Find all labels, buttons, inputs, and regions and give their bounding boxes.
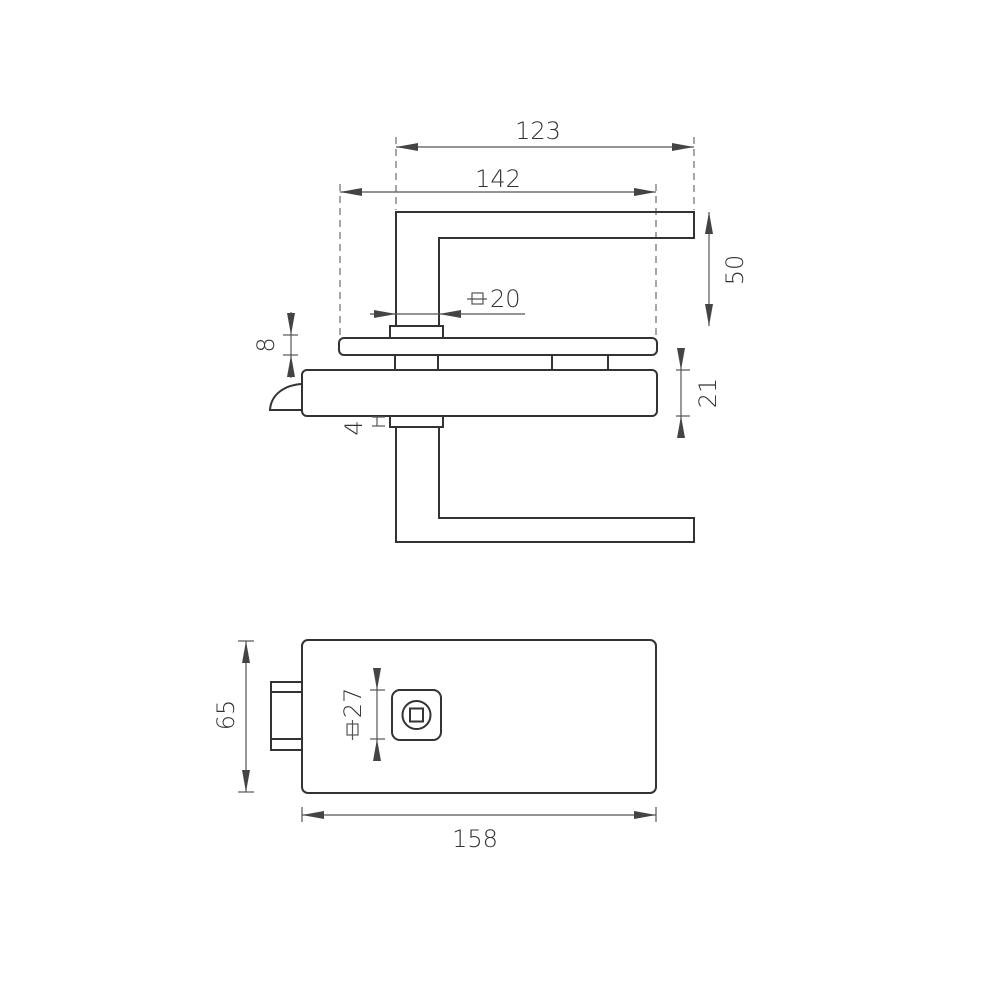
dimension-label-21: 21 bbox=[694, 378, 722, 409]
arrow-head bbox=[340, 188, 362, 196]
dimension-label-20: 20 bbox=[490, 285, 521, 313]
arrow-head bbox=[677, 416, 685, 438]
upper-lever-handle bbox=[395, 211, 695, 326]
dimension-158: 158 bbox=[301, 807, 657, 853]
arrow-head bbox=[373, 739, 381, 761]
dimension-label-4: 4 bbox=[340, 420, 368, 435]
arrow-head bbox=[373, 668, 381, 690]
dimension-65: 65 bbox=[212, 640, 254, 793]
arrow-head bbox=[677, 348, 685, 370]
dimension-label-142: 142 bbox=[475, 165, 521, 193]
arrow-head bbox=[634, 188, 656, 196]
latch-bolt bbox=[268, 383, 303, 411]
dimension-123: 123 bbox=[396, 117, 694, 151]
dimension-20: 20 bbox=[370, 285, 525, 318]
extension-lines bbox=[339, 137, 695, 336]
dimension-142: 142 bbox=[340, 165, 656, 196]
latch-front-view bbox=[270, 681, 303, 751]
square-symbol-icon bbox=[467, 292, 487, 305]
square-rose-with-spindle bbox=[391, 689, 442, 741]
arrow-head bbox=[705, 304, 713, 326]
arrow-head bbox=[439, 310, 461, 318]
dimension-label-123: 123 bbox=[515, 117, 561, 145]
square-symbol-icon bbox=[346, 720, 359, 740]
arrow-head bbox=[634, 811, 656, 819]
dimension-4: 4 bbox=[340, 416, 385, 436]
arrow-head bbox=[287, 313, 295, 335]
dimension-label-8: 8 bbox=[252, 337, 280, 352]
spacers bbox=[394, 355, 609, 370]
arrow-head bbox=[242, 770, 250, 792]
arrow-head bbox=[287, 355, 295, 377]
arrow-head bbox=[302, 811, 324, 819]
lock-body bbox=[301, 369, 658, 417]
dimension-27: 27 bbox=[339, 668, 385, 761]
dimension-label-50: 50 bbox=[721, 255, 749, 286]
arrow-head bbox=[705, 212, 713, 234]
lower-lever-handle bbox=[395, 427, 695, 543]
lower-rose bbox=[389, 415, 444, 428]
arrow-head bbox=[396, 143, 418, 151]
arrow-head bbox=[242, 641, 250, 663]
dimension-21: 21 bbox=[676, 348, 722, 438]
dimension-label-158: 158 bbox=[452, 825, 498, 853]
dimension-label-27: 27 bbox=[339, 688, 367, 719]
dimension-8: 8 bbox=[252, 312, 298, 378]
glass-clamp-plate bbox=[338, 337, 658, 356]
upper-rose bbox=[389, 325, 444, 339]
arrow-head bbox=[374, 310, 396, 318]
arrow-head bbox=[672, 143, 694, 151]
dimension-50: 50 bbox=[705, 212, 749, 326]
dimension-label-65: 65 bbox=[212, 700, 240, 731]
